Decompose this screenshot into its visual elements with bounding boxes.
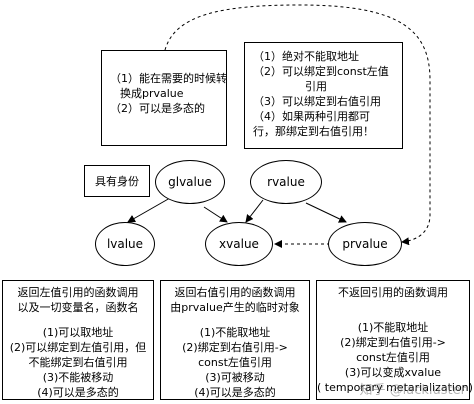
box-line: (4)可以是多态的	[194, 386, 276, 399]
box-line: （2）可以是多态的	[110, 102, 205, 115]
box-line: 以及一切变量名，函数名	[17, 301, 139, 314]
box-line: 返回左值引用的函数调用	[17, 286, 139, 299]
box-line: 由prvalue产生的临时对象	[170, 301, 300, 314]
prvalue-description-box: 不返回引用的函数调用 (1)不能取地址 (2)绑定到右值引用-> const左值…	[316, 280, 473, 400]
box-line: (2)绑定到右值引用->	[182, 341, 288, 354]
node-label: prvalue	[342, 237, 388, 251]
box-line: （1）能在需要的时候转	[110, 72, 227, 85]
edge-glvalue-xvalue	[203, 206, 228, 223]
box-line: (2)可以绑定到左值引用，但	[9, 341, 147, 354]
box-line: ( temporary metarialization)	[317, 381, 473, 394]
box-line: const左值引用	[356, 351, 430, 364]
node-glvalue: glvalue	[155, 160, 225, 204]
identity-label-box: 具有身份	[84, 165, 150, 197]
box-line: (3)可被移动	[205, 371, 265, 384]
box-line: (3)不能被移动	[42, 371, 114, 384]
lvalue-description-box: 返回左值引用的函数调用 以及一切变量名，函数名 (1)可以取地址 (2)可以绑定…	[2, 280, 154, 400]
box-line: (3)可以变成xvalue	[344, 366, 442, 379]
box-line: 不返回引用的函数调用	[338, 286, 448, 299]
identity-label: 具有身份	[95, 174, 139, 188]
box-line: 返回右值引用的函数调用	[174, 286, 296, 299]
box-line: const左值引用	[198, 356, 272, 369]
rvalue-property-box: （1）绝对不能取地址 （2）可以绑定到const左值 引用 （3）可以绑定到右值…	[244, 42, 403, 149]
node-lvalue: lvalue	[95, 222, 155, 266]
box-line: 引用	[305, 80, 327, 93]
xvalue-description-box: 返回右值引用的函数调用 由prvalue产生的临时对象 (1)不能取地址 (2)…	[160, 280, 310, 400]
edge-rvalue-xvalue	[245, 199, 264, 223]
box-line: (1)不能取地址	[357, 321, 429, 334]
box-line: 行，那绑定到右值引用！	[253, 125, 374, 138]
box-line: (1)可以取地址	[42, 326, 114, 339]
box-line: 换成prvalue	[120, 87, 184, 100]
node-rvalue: rvalue	[250, 160, 322, 204]
box-line: 不能绑定到右值引用	[28, 356, 128, 369]
edge-glvalue-lvalue	[127, 197, 171, 223]
glvalue-property-box: （1）能在需要的时候转 换成prvalue （2）可以是多态的	[101, 50, 227, 146]
node-prvalue: prvalue	[328, 222, 402, 266]
watermark: 知乎 @lackluster	[359, 383, 466, 398]
node-label: glvalue	[168, 175, 212, 189]
node-label: lvalue	[106, 237, 144, 251]
box-line: (2)绑定到右值引用->	[340, 336, 446, 349]
box-line: (1)不能取地址	[199, 326, 271, 339]
box-line: （4）如果两种引用都可	[253, 110, 370, 123]
dashed-curve-edge	[164, 4, 431, 246]
edge-rvalue-prvalue	[305, 202, 347, 223]
node-label: xvalue	[219, 237, 259, 251]
node-label: rvalue	[267, 175, 305, 189]
node-xvalue: xvalue	[205, 222, 273, 266]
box-line: （1）绝对不能取地址	[253, 50, 359, 63]
box-line: （3）可以绑定到右值引用	[253, 95, 381, 108]
box-line: (4)可以是多态的	[37, 386, 119, 399]
box-line: （2）可以绑定到const左值	[253, 65, 389, 78]
